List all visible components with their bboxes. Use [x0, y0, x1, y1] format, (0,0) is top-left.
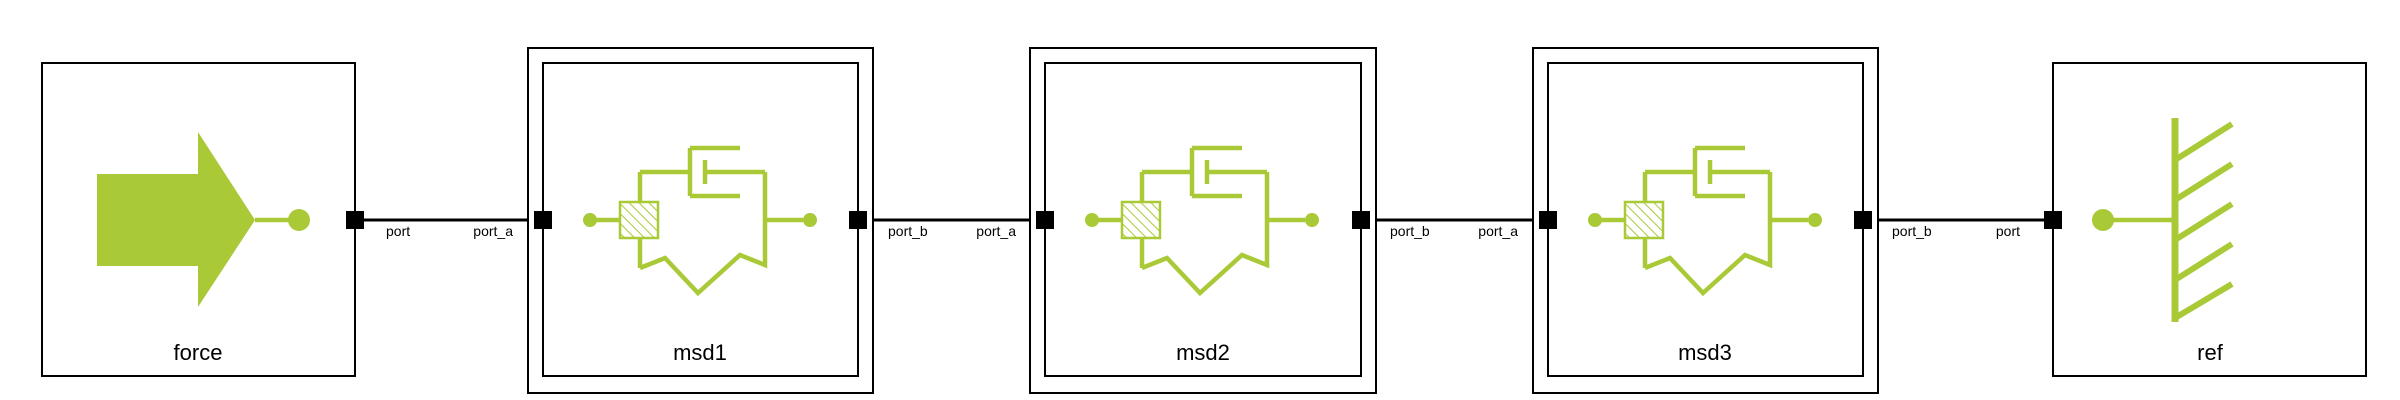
block-force[interactable]: force — [41, 62, 356, 377]
block-label-msd3: msd3 — [1678, 340, 1732, 365]
port-msd1-a[interactable] — [534, 211, 552, 229]
arrow-icon — [97, 132, 310, 307]
block-msd3[interactable]: msd3 — [1532, 47, 1879, 394]
port-label-msd1-a: port_a — [473, 223, 513, 239]
port-msd2-a[interactable] — [1036, 211, 1054, 229]
block-label-ref: ref — [2197, 340, 2224, 365]
port-label-msd3-b: port_b — [1892, 223, 1932, 239]
port-msd3-b[interactable] — [1854, 211, 1872, 229]
port-label-msd2-a: port_a — [976, 223, 1016, 239]
port-force[interactable] — [346, 211, 364, 229]
ports — [346, 211, 2062, 229]
block-label-msd2: msd2 — [1176, 340, 1230, 365]
port-msd3-a[interactable] — [1539, 211, 1557, 229]
ground-fixed-icon — [2092, 118, 2234, 322]
block-ref[interactable]: ref — [2052, 62, 2367, 377]
port-msd1-b[interactable] — [849, 211, 867, 229]
port-label-force: port — [386, 223, 410, 239]
block-label-force: force — [174, 340, 223, 365]
port-label-ref: port — [1996, 223, 2020, 239]
block-msd2[interactable]: msd2 — [1029, 47, 1377, 394]
port-label-msd2-b: port_b — [1390, 223, 1430, 239]
port-label-msd1-b: port_b — [888, 223, 928, 239]
block-msd1[interactable]: msd1 — [527, 47, 874, 394]
port-msd2-b[interactable] — [1352, 211, 1370, 229]
port-labels: port port_a port_b port_a port_b port_a … — [386, 223, 2020, 239]
port-label-msd3-a: port_a — [1478, 223, 1518, 239]
block-label-msd1: msd1 — [673, 340, 727, 365]
port-ref[interactable] — [2044, 211, 2062, 229]
